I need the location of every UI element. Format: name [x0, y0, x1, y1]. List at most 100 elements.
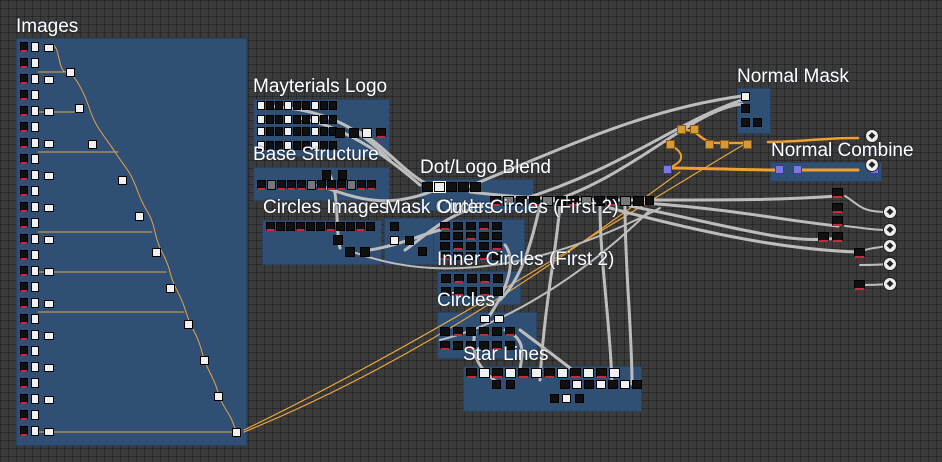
graph-node[interactable]: [302, 115, 310, 124]
graph-node[interactable]: [20, 330, 28, 340]
graph-node[interactable]: [492, 242, 502, 250]
graph-node[interactable]: [44, 172, 54, 180]
graph-node[interactable]: [31, 202, 39, 212]
graph-node[interactable]: [609, 368, 620, 378]
graph-node[interactable]: [516, 196, 527, 206]
graph-node[interactable]: [453, 252, 463, 260]
graph-node[interactable]: [31, 90, 39, 100]
graph-node[interactable]: [257, 101, 265, 110]
graph-node[interactable]: [349, 128, 359, 138]
graph-node[interactable]: [44, 236, 54, 244]
graph-node[interactable]: [20, 346, 28, 356]
graph-node[interactable]: [20, 106, 28, 116]
graph-node[interactable]: [257, 127, 265, 136]
graph-node[interactable]: [440, 242, 450, 250]
graph-node[interactable]: [31, 298, 39, 308]
graph-node[interactable]: [479, 327, 489, 336]
graph-node[interactable]: [44, 108, 54, 116]
graph-node[interactable]: [645, 196, 654, 205]
graph-node[interactable]: [466, 252, 476, 260]
graph-node[interactable]: [31, 426, 39, 436]
graph-node[interactable]: [31, 138, 39, 148]
graph-node[interactable]: [366, 222, 375, 231]
graph-node[interactable]: [31, 170, 39, 180]
graph-node[interactable]: [44, 396, 54, 404]
graph-node[interactable]: [493, 274, 503, 283]
graph-node[interactable]: [214, 392, 223, 401]
graph-node[interactable]: [490, 196, 501, 206]
graph-node[interactable]: [311, 101, 319, 110]
graph-node[interactable]: [505, 327, 515, 336]
graph-node[interactable]: [333, 235, 343, 245]
graph-node[interactable]: [266, 101, 274, 110]
graph-node[interactable]: [620, 380, 630, 389]
graph-node[interactable]: [293, 115, 301, 124]
graph-node[interactable]: [293, 127, 301, 136]
graph-node[interactable]: [20, 410, 28, 420]
graph-node[interactable]: [492, 222, 502, 230]
graph-node[interactable]: [302, 127, 310, 136]
graph-node[interactable]: [741, 104, 750, 113]
graph-node[interactable]: [479, 242, 489, 250]
graph-node[interactable]: [20, 250, 28, 260]
graph-node[interactable]: [506, 380, 515, 389]
graph-node[interactable]: [66, 68, 75, 77]
graph-node[interactable]: [570, 368, 581, 378]
graph-node[interactable]: [632, 380, 642, 389]
graph-node[interactable]: [275, 115, 283, 124]
graph-node[interactable]: [562, 394, 571, 403]
graph-node[interactable]: [317, 180, 326, 190]
graph-node[interactable]: [293, 101, 301, 110]
graph-node[interactable]: [557, 368, 568, 378]
graph-node[interactable]: [466, 341, 476, 350]
graph-node[interactable]: [492, 341, 502, 350]
output-node-icon[interactable]: ◆: [883, 223, 897, 237]
graph-node[interactable]: [20, 218, 28, 228]
graph-node[interactable]: [454, 287, 464, 296]
graph-node[interactable]: [390, 222, 399, 231]
graph-node[interactable]: [832, 188, 843, 198]
graph-node[interactable]: [575, 394, 584, 403]
graph-node[interactable]: [44, 364, 54, 372]
graph-node[interactable]: [568, 196, 579, 206]
graph-node[interactable]: [284, 141, 292, 150]
graph-node[interactable]: [20, 298, 28, 308]
graph-node[interactable]: [494, 315, 504, 323]
graph-node[interactable]: [88, 140, 97, 149]
graph-node[interactable]: [440, 222, 450, 230]
graph-node[interactable]: [480, 315, 490, 323]
graph-node[interactable]: [20, 426, 28, 436]
graph-node[interactable]: [596, 368, 607, 378]
graph-node[interactable]: [666, 140, 675, 149]
graph-node[interactable]: [266, 115, 274, 124]
graph-node[interactable]: [479, 222, 489, 230]
graph-node[interactable]: [337, 180, 346, 190]
graph-node[interactable]: [311, 141, 319, 150]
graph-node[interactable]: [440, 252, 450, 260]
graph-node[interactable]: [286, 222, 295, 231]
graph-node[interactable]: [277, 180, 286, 190]
graph-node[interactable]: [316, 222, 325, 231]
graph-node[interactable]: [492, 380, 501, 389]
graph-node[interactable]: [44, 204, 54, 212]
graph-node[interactable]: [320, 141, 328, 150]
graph-node[interactable]: [555, 196, 566, 206]
graph-node[interactable]: [572, 380, 582, 389]
graph-node[interactable]: [440, 341, 450, 350]
graph-node[interactable]: [480, 287, 490, 296]
graph-node[interactable]: [20, 202, 28, 212]
graph-node[interactable]: [479, 368, 490, 378]
graph-node[interactable]: [454, 274, 464, 283]
graph-node[interactable]: [257, 115, 265, 124]
graph-node[interactable]: [311, 115, 319, 124]
graph-node[interactable]: [31, 218, 39, 228]
graph-node[interactable]: [470, 182, 481, 192]
graph-node[interactable]: [466, 222, 476, 230]
graph-node[interactable]: [307, 180, 316, 190]
graph-node[interactable]: [329, 141, 337, 150]
graph-node[interactable]: [493, 287, 503, 296]
graph-node[interactable]: [31, 186, 39, 196]
graph-node[interactable]: [320, 115, 328, 124]
graph-node[interactable]: [503, 196, 514, 206]
frame-images[interactable]: [16, 38, 247, 446]
